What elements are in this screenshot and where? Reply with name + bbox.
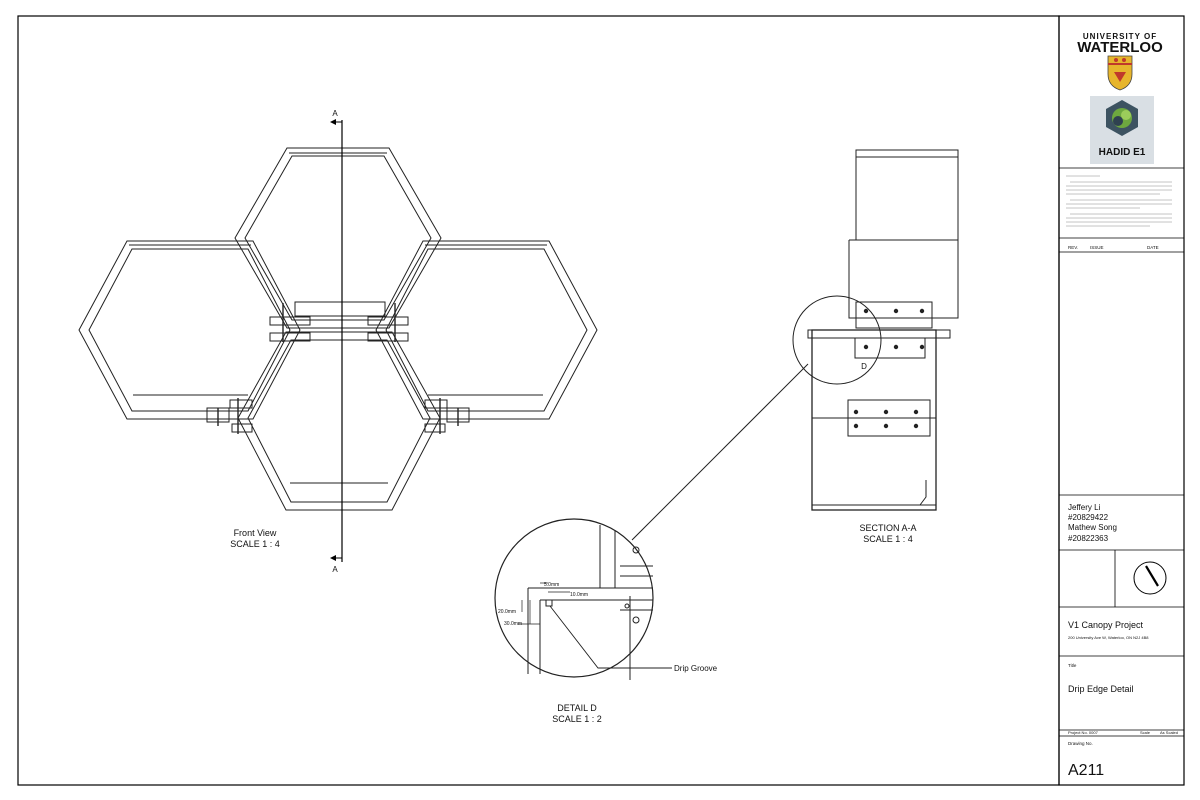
studio-name: HADID E1	[1099, 147, 1146, 158]
section-view-scale: SCALE 1 : 4	[863, 534, 913, 544]
author-1-name: Jeffery Li	[1068, 503, 1101, 512]
drawing-title: Drip Edge Detail	[1068, 684, 1134, 694]
dimension-10mm: 10.0mm	[570, 592, 588, 598]
north-arrow-icon	[1133, 561, 1167, 595]
rev-column-label: REV.	[1068, 245, 1078, 250]
dimension-5mm: 5.0mm	[544, 582, 559, 588]
hexagon-logo-icon	[1090, 96, 1154, 164]
date-column-label: DATE	[1147, 245, 1159, 250]
title-block-border	[1058, 15, 1185, 786]
section-marker-bottom: A	[332, 565, 338, 574]
university-name-line1: UNIVERSITY OF	[1083, 32, 1157, 41]
crest-shield-icon	[1107, 55, 1133, 91]
drip-groove-label: Drip Groove	[674, 664, 718, 673]
author-1-id: #20829422	[1068, 513, 1109, 522]
drawing-number: A211	[1068, 762, 1104, 779]
project-number: Project No. 0007	[1068, 730, 1099, 735]
issue-column-label: ISSUE	[1090, 245, 1104, 250]
general-notes-block	[1066, 175, 1172, 227]
drawing-number-label: Drawing No.	[1068, 741, 1093, 746]
author-2-name: Mathew Song	[1068, 523, 1117, 532]
author-2-id: #20822363	[1068, 534, 1109, 543]
scale-field-value: As Scaled	[1160, 730, 1178, 735]
scale-field-label: Scale	[1140, 730, 1151, 735]
detail-callout	[631, 295, 882, 541]
title-field-label: Title	[1068, 663, 1077, 668]
section-view-title: SECTION A-A	[859, 523, 916, 533]
project-address: 200 University Ave W, Waterloo, ON N2J 4…	[1068, 635, 1149, 640]
front-view-drawing	[78, 147, 598, 511]
title-block-dividers	[1059, 167, 1184, 737]
detail-d-drawing	[494, 518, 672, 680]
detail-view-scale: SCALE 1 : 2	[552, 714, 602, 724]
front-view-title: Front View	[234, 528, 277, 538]
dimension-20mm: 20.0mm	[498, 609, 516, 615]
university-name-line2: WATERLOO	[1077, 39, 1163, 56]
dimension-30mm: 30.0mm	[504, 621, 522, 627]
section-line-a	[330, 119, 343, 562]
detail-view-title: DETAIL D	[557, 703, 597, 713]
detail-callout-label: D	[861, 362, 867, 371]
section-marker-top: A	[332, 109, 338, 118]
project-name: V1 Canopy Project	[1068, 620, 1144, 630]
section-view-drawing	[807, 149, 959, 511]
front-view-scale: SCALE 1 : 4	[230, 539, 280, 549]
